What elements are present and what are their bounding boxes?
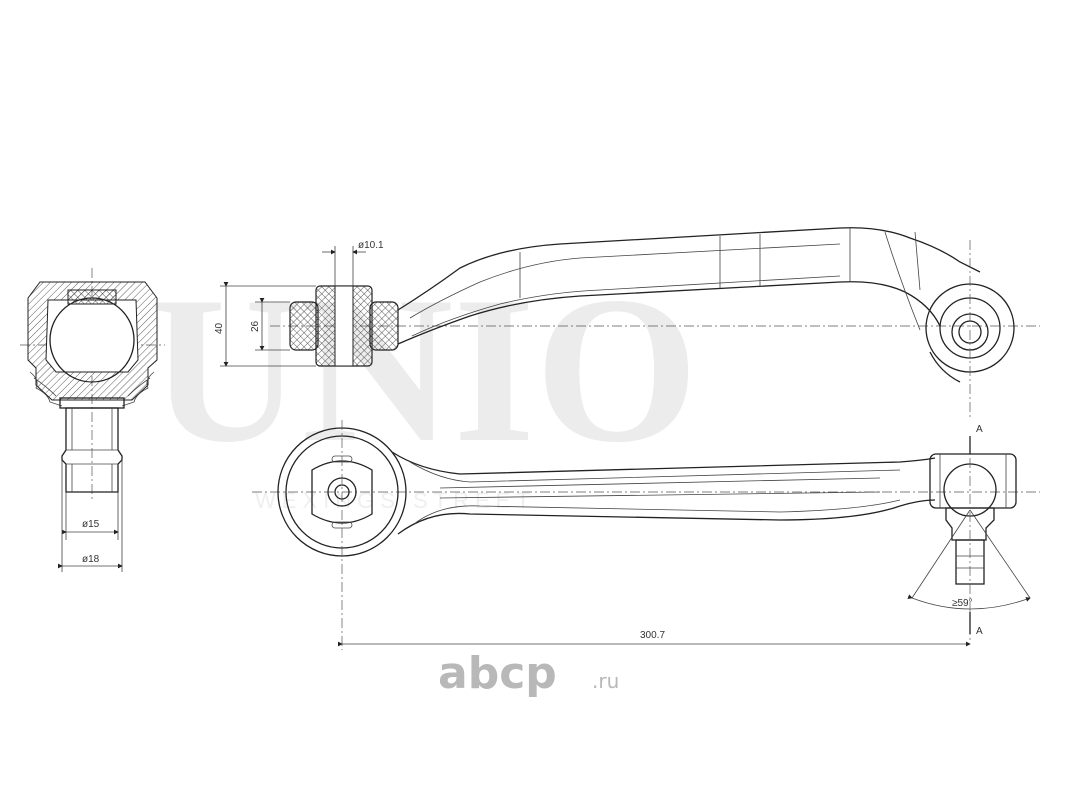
control-arm-side-view (270, 227, 1040, 420)
control-arm-top-view: ≥59° A A (252, 420, 1040, 650)
abcp-logo-name: abcp (438, 648, 557, 699)
dimension-overall-length-label: 300.7 (640, 630, 665, 641)
dimension-overall-length: 300.7 (338, 630, 971, 647)
dimension-d18: ø18 (58, 460, 123, 572)
dimension-bushing-bore-label: ø10.1 (358, 240, 384, 251)
dimension-bushing-inner: 26 (250, 298, 290, 351)
dimension-bushing-height-label: 40 (214, 322, 225, 334)
section-marker-bottom: A (976, 626, 983, 637)
dimension-d15-label: ø15 (82, 519, 100, 530)
dimension-d15: ø15 (62, 492, 119, 540)
abcp-logo-suffix: .ru (592, 669, 619, 693)
ball-joint-section-view (20, 268, 165, 500)
dimension-bushing-bore: ø10.1 (322, 240, 384, 286)
abcp-logo: abcp .ru (438, 648, 619, 699)
dimension-bushing-inner-label: 26 (250, 320, 261, 332)
dimension-stud-angle-label: ≥59° (952, 598, 973, 609)
dimension-d18-label: ø18 (82, 554, 100, 565)
dimension-bushing-height: 40 (214, 282, 316, 367)
section-marker-top: A (976, 424, 983, 435)
